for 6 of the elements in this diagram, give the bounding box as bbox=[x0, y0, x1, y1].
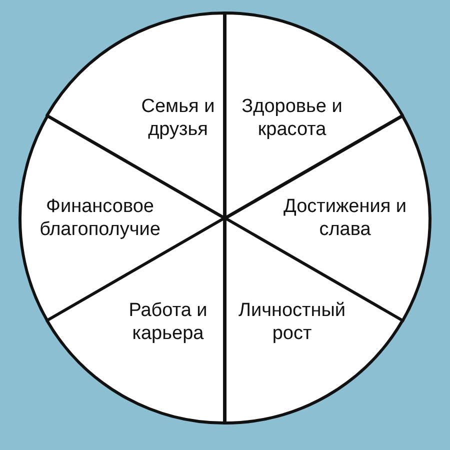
sector-label: Семья и друзья bbox=[140, 95, 216, 141]
sector-label: Работа и карьера bbox=[128, 299, 208, 345]
sector-label: Финансовое благополучие bbox=[38, 195, 162, 241]
sector-label: Личностный рост bbox=[237, 299, 346, 345]
sector-label: Достижения и слава bbox=[282, 195, 408, 241]
sector-label: Здоровье и красота bbox=[240, 95, 344, 141]
